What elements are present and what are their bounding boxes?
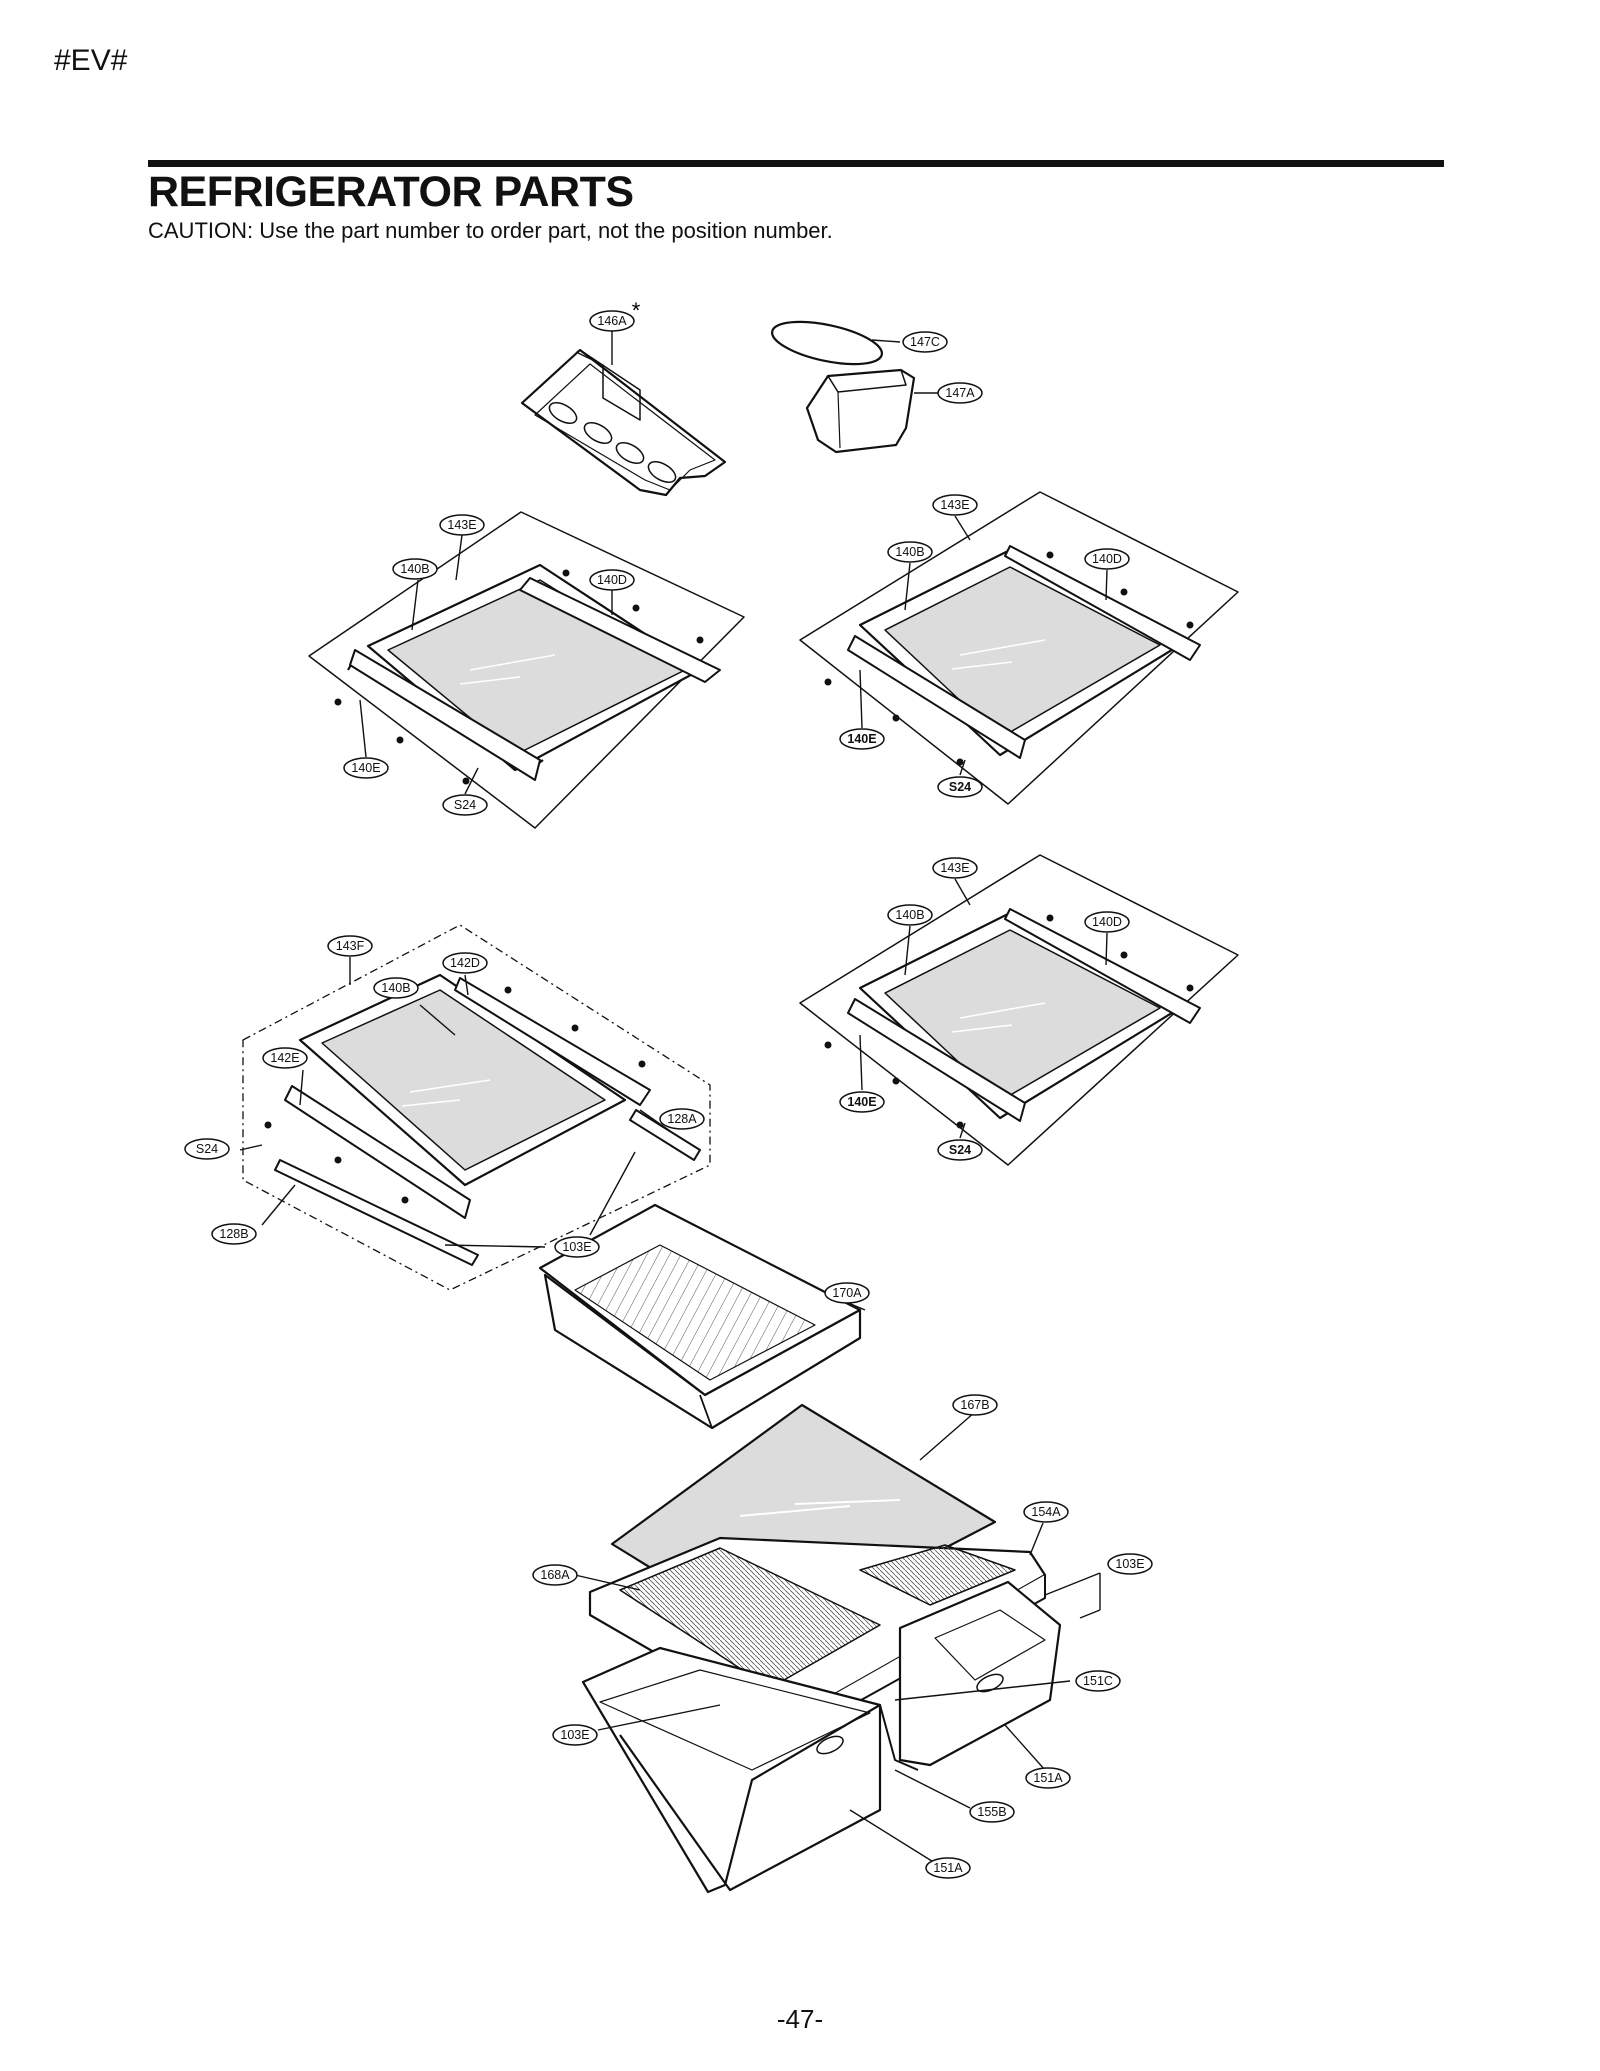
callout-140E-shelf3: 140E	[847, 1095, 876, 1109]
small-container-drawing	[770, 320, 916, 454]
shelf-assembly-2-drawing	[799, 491, 1239, 805]
shelf-assembly-4-drawing	[242, 924, 711, 1291]
callout-143F: 143F	[336, 939, 365, 953]
callout-bubbles	[184, 310, 1153, 1879]
callout-S24-shelf4: S24	[196, 1142, 218, 1156]
shelf-assembly-3-drawing	[799, 854, 1239, 1166]
callout-140E-shelf1: 140E	[351, 761, 380, 775]
callout-140B-shelf3: 140B	[895, 908, 924, 922]
leader-lines	[239, 330, 1108, 1864]
callout-147A: 147A	[945, 386, 975, 400]
callout-128B: 128B	[219, 1227, 248, 1241]
callout-140B-shelf4: 140B	[381, 981, 410, 995]
egg-tray-drawing	[520, 348, 727, 497]
callout-168A: 168A	[540, 1568, 570, 1582]
callout-143E-shelf2: 143E	[940, 498, 969, 512]
drawer-170A-drawing	[538, 1203, 862, 1430]
page-title: REFRIGERATOR PARTS	[148, 168, 634, 216]
document-code: #EV#	[54, 44, 128, 77]
callout-S24-shelf1: S24	[454, 798, 476, 812]
callout-103E-c: 103E	[560, 1728, 589, 1742]
callout-151A-a: 151A	[1033, 1771, 1063, 1785]
title-rule	[148, 160, 1444, 167]
callout-140D-shelf2: 140D	[1092, 552, 1122, 566]
callout-128A: 128A	[667, 1112, 697, 1126]
callout-143E-shelf3: 143E	[940, 861, 969, 875]
callout-103E-a: 103E	[562, 1240, 591, 1254]
callout-140D-shelf1: 140D	[597, 573, 627, 587]
callout-147C: 147C	[910, 335, 940, 349]
asterisk-mark: *	[632, 298, 641, 323]
callout-142E: 142E	[270, 1051, 299, 1065]
callout-labels: 146A * 147C 147A 143E 140B 140D 140E S24…	[196, 298, 1145, 1875]
callout-S24-shelf2: S24	[949, 780, 971, 794]
callout-151A-b: 151A	[933, 1861, 963, 1875]
callout-140D-shelf3: 140D	[1092, 915, 1122, 929]
callout-140E-shelf2: 140E	[847, 732, 876, 746]
callout-151C: 151C	[1083, 1674, 1113, 1688]
callout-142D: 142D	[450, 956, 480, 970]
caution-note: CAUTION: Use the part number to order pa…	[148, 218, 833, 243]
callout-146A: 146A	[597, 314, 627, 328]
callout-167B: 167B	[960, 1398, 989, 1412]
callout-140B-shelf2: 140B	[895, 545, 924, 559]
shelf-assembly-1-drawing	[308, 511, 745, 829]
callout-103E-b: 103E	[1115, 1557, 1144, 1571]
callout-155B: 155B	[977, 1805, 1006, 1819]
callout-154A: 154A	[1031, 1505, 1061, 1519]
callout-S24-shelf3: S24	[949, 1143, 971, 1157]
crisper-bins-drawing	[581, 1580, 1062, 1894]
callout-140B-shelf1: 140B	[400, 562, 429, 576]
page-number: -47-	[776, 2004, 824, 2034]
callout-143E-shelf1: 143E	[447, 518, 476, 532]
callout-170A: 170A	[832, 1286, 862, 1300]
